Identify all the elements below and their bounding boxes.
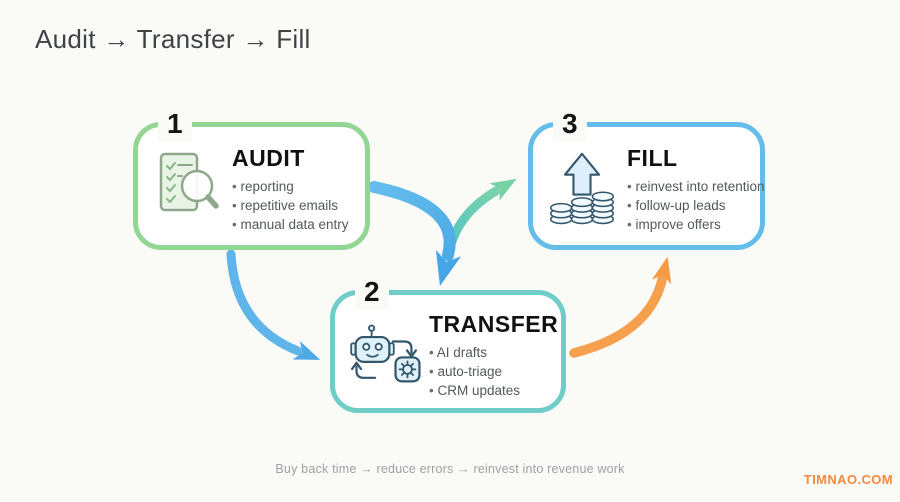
step-number: 2 <box>355 274 389 311</box>
footer-tagline: Buy back time → reduce errors → reinvest… <box>275 462 625 476</box>
bullet-item: reinvest into retention <box>627 177 764 196</box>
watermark-timnao: TIMNAO.COM <box>803 472 893 487</box>
bullet-item: auto-triage <box>429 362 558 381</box>
robot-automation-icon <box>345 305 423 400</box>
step-title: TRANSFER <box>429 311 559 337</box>
step-number: 3 <box>553 106 587 143</box>
bullet-item: manual data entry <box>232 215 348 234</box>
arrow-transfer-to-fill-swoosh <box>444 178 517 257</box>
bullet-item: reporting <box>232 177 349 196</box>
step-box-audit: 1 AUDIT reporting repetitive emails manu… <box>133 106 370 250</box>
page-title: Audit → Transfer → Fill <box>35 24 311 54</box>
bullet-item: follow-up leads <box>627 196 765 215</box>
step-box-transfer: 2 <box>330 274 566 413</box>
bullet-item: AI drafts <box>429 343 558 362</box>
arrow-transfer-to-fill <box>569 256 672 358</box>
step-number: 1 <box>158 106 192 143</box>
step-title: AUDIT <box>232 145 305 171</box>
bullet-item: improve offers <box>627 215 765 234</box>
step-title: FILL <box>627 145 678 171</box>
arrow-audit-down-to-transfer <box>368 181 462 286</box>
bullet-item: CRM updates <box>429 381 558 400</box>
arrow-audit-to-transfer <box>226 249 321 360</box>
coins-growth-icon <box>543 137 621 237</box>
step-box-fill: 3 FILL reinvest into retention follow-up… <box>528 106 765 250</box>
bullet-item: repetitive emails <box>232 196 349 215</box>
checklist-magnifier-icon <box>148 137 226 237</box>
